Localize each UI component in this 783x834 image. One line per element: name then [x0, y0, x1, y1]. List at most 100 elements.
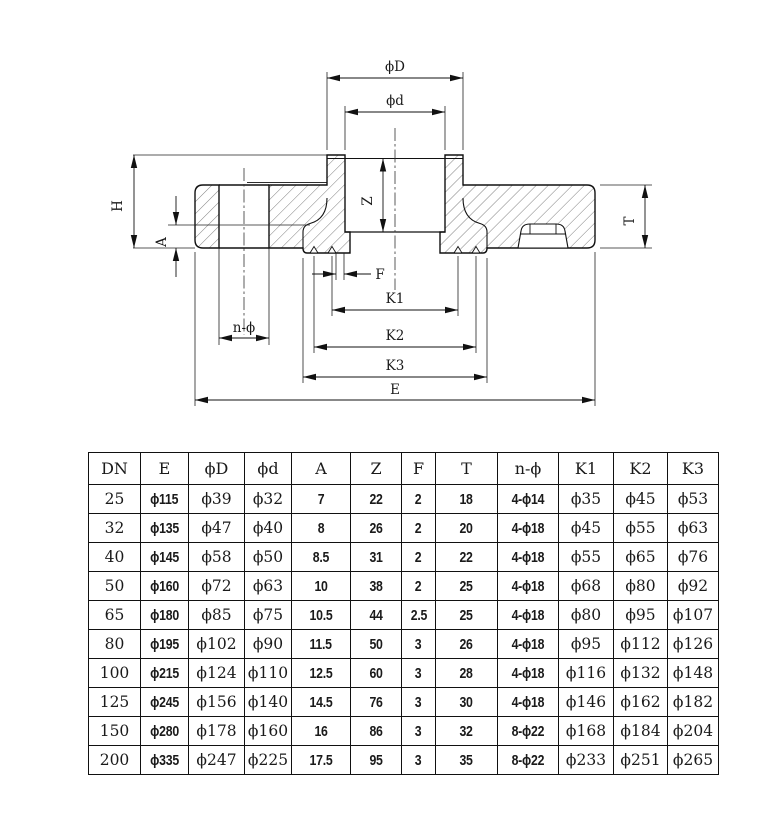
table-cell: ϕ92: [667, 571, 719, 601]
table-cell: 4-ϕ18: [497, 687, 559, 717]
table-cell: ϕ55: [558, 542, 614, 572]
dim-label-n-phi: n-ϕ: [233, 320, 255, 336]
flange-section-drawing: ϕD ϕd H A Z T F K1 K2 K3 E n-ϕ: [110, 59, 652, 406]
dim-label-Z: Z: [360, 196, 376, 205]
table-cell: ϕ135: [140, 513, 189, 543]
dim-label-phid: ϕd: [386, 93, 404, 109]
table-cell: 2: [401, 484, 436, 514]
table-cell: 150: [88, 716, 141, 746]
dimension-lines: [133, 77, 646, 401]
table-header-cell: K1: [558, 452, 614, 485]
table-cell: 11.5: [291, 629, 351, 659]
table-cell: ϕ90: [244, 629, 292, 659]
table-cell: ϕ85: [188, 600, 245, 630]
dim-label-T: T: [622, 216, 638, 225]
table-cell: 22: [435, 542, 498, 572]
table-cell: 22: [350, 484, 402, 514]
table-cell: 32: [88, 513, 141, 543]
table-cell: 25: [435, 600, 498, 630]
table-cell: ϕ63: [244, 571, 292, 601]
table-cell: ϕ47: [188, 513, 245, 543]
table-cell: 44: [350, 600, 402, 630]
table-cell: 4-ϕ18: [497, 571, 559, 601]
table-cell: ϕ265: [667, 745, 719, 775]
table-cell: ϕ110: [244, 658, 292, 688]
table-cell: 3: [401, 716, 436, 746]
table-cell: 17.5: [291, 745, 351, 775]
table-cell: 30: [435, 687, 498, 717]
table-cell: 12.5: [291, 658, 351, 688]
table-cell: ϕ107: [667, 600, 719, 630]
table-header-cell: E: [140, 452, 189, 485]
table-cell: ϕ76: [667, 542, 719, 572]
table-cell: 80: [88, 629, 141, 659]
table-cell: ϕ140: [244, 687, 292, 717]
table-cell: 2.5: [401, 600, 436, 630]
table-cell: 7: [291, 484, 351, 514]
table-cell: 40: [88, 542, 141, 572]
table-header-cell: T: [435, 452, 498, 485]
centerlines: [243, 128, 396, 335]
table-cell: ϕ63: [667, 513, 719, 543]
table-cell: 18: [435, 484, 498, 514]
table-cell: ϕ126: [667, 629, 719, 659]
dimension-labels: ϕD ϕd H A Z T F K1 K2 K3 E n-ϕ: [110, 59, 638, 398]
table-cell: 35: [435, 745, 498, 775]
table-header-cell: ϕd: [244, 452, 292, 485]
table-cell: ϕ58: [188, 542, 245, 572]
table-cell: ϕ182: [667, 687, 719, 717]
dim-label-K3: K3: [386, 358, 405, 374]
extension-lines: [133, 72, 652, 406]
weld-point-marks: [309, 245, 481, 254]
table-cell: ϕ95: [613, 600, 668, 630]
table-cell: 125: [88, 687, 141, 717]
table-cell: ϕ225: [244, 745, 292, 775]
dim-label-K1: K1: [386, 291, 405, 307]
table-cell: ϕ39: [188, 484, 245, 514]
table-cell: 60: [350, 658, 402, 688]
table-cell: ϕ65: [613, 542, 668, 572]
table-cell: ϕ45: [558, 513, 614, 543]
table-cell: ϕ50: [244, 542, 292, 572]
table-cell: 4-ϕ18: [497, 658, 559, 688]
table-header-cell: K3: [667, 452, 719, 485]
plate-left-section: [194, 184, 220, 249]
table-cell: ϕ68: [558, 571, 614, 601]
table-cell: ϕ180: [140, 600, 189, 630]
table-cell: 2: [401, 542, 436, 572]
table-cell: 2: [401, 571, 436, 601]
table-cell: 100: [88, 658, 141, 688]
table-cell: 10.5: [291, 600, 351, 630]
table-cell: ϕ132: [613, 658, 668, 688]
table-cell: 20: [435, 513, 498, 543]
dim-label-K2: K2: [386, 328, 405, 344]
table-header-cell: A: [291, 452, 351, 485]
table-cell: 8-ϕ22: [497, 716, 559, 746]
table-cell: ϕ80: [613, 571, 668, 601]
table-cell: ϕ95: [558, 629, 614, 659]
table-header-cell: DN: [88, 452, 141, 485]
table-cell: 4-ϕ18: [497, 513, 559, 543]
table-cell: 26: [350, 513, 402, 543]
table-cell: 95: [350, 745, 402, 775]
dim-label-F: F: [375, 267, 384, 283]
table-cell: 31: [350, 542, 402, 572]
table-cell: ϕ233: [558, 745, 614, 775]
table-cell: 32: [435, 716, 498, 746]
table-cell: 25: [435, 571, 498, 601]
table-cell: 4-ϕ18: [497, 629, 559, 659]
table-cell: ϕ124: [188, 658, 245, 688]
table-cell: ϕ53: [667, 484, 719, 514]
table-cell: ϕ116: [558, 658, 614, 688]
table-cell: ϕ335: [140, 745, 189, 775]
table-cell: ϕ247: [188, 745, 245, 775]
flange-section-svg: ϕD ϕd H A Z T F K1 K2 K3 E n-ϕ: [110, 59, 652, 406]
table-cell: 50: [88, 571, 141, 601]
